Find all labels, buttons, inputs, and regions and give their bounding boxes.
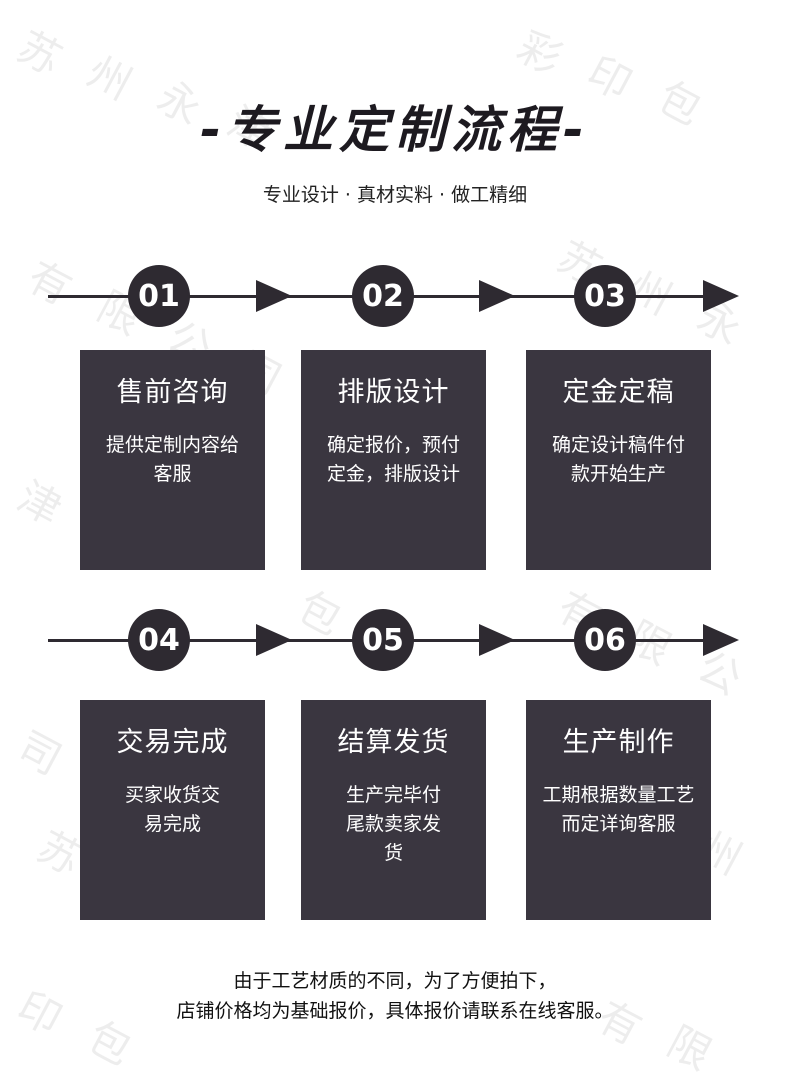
step-number: 05 xyxy=(352,609,414,671)
page-title: -专业定制流程- xyxy=(200,101,590,159)
step-description: 买家收货交易完成 xyxy=(124,784,220,835)
footer-line: 店铺价格均为基础报价，具体报价请联系在线客服。 xyxy=(176,1000,614,1022)
header: -专业定制流程- xyxy=(0,90,790,162)
step-number: 03 xyxy=(574,265,636,327)
step-card: 生产制作 工期根据数量工艺而定详询客服 xyxy=(526,700,711,920)
watermark-char: 彩 xyxy=(509,21,570,85)
step-card: 结算发货 生产完毕付尾款卖家发货 xyxy=(301,700,486,920)
step-title: 排版设计 xyxy=(337,377,450,408)
step-number: 06 xyxy=(574,609,636,671)
arrow-right-icon xyxy=(479,280,515,312)
step-title: 售前咨询 xyxy=(116,377,229,408)
step-description: 确定报价，预付定金，排版设计 xyxy=(326,434,460,485)
page-subtitle: 专业设计 · 真材实料 · 做工精细 xyxy=(262,184,528,206)
step-card: 交易完成 买家收货交易完成 xyxy=(80,700,265,920)
step-card: 定金定稿 确定设计稿件付款开始生产 xyxy=(526,350,711,570)
watermark-char: 司 xyxy=(9,721,70,785)
step-description: 工期根据数量工艺而定详询客服 xyxy=(542,784,695,835)
watermark-char: 有 xyxy=(19,251,80,315)
watermark-char: 包 xyxy=(289,581,350,645)
step-title: 交易完成 xyxy=(116,727,229,758)
step-card: 排版设计 确定报价，预付定金，排版设计 xyxy=(301,350,486,570)
step-description: 提供定制内容给客服 xyxy=(105,434,239,485)
step-description: 确定设计稿件付款开始生产 xyxy=(551,434,685,485)
arrow-right-icon xyxy=(256,280,292,312)
step-description: 生产完毕付尾款卖家发货 xyxy=(345,784,441,864)
step-number: 01 xyxy=(128,265,190,327)
step-title: 定金定稿 xyxy=(562,377,675,408)
arrow-right-icon xyxy=(703,624,739,656)
arrow-right-icon xyxy=(479,624,515,656)
footer-note: 由于工艺材质的不同，为了方便拍下， 店铺价格均为基础报价，具体报价请联系在线客服… xyxy=(0,966,790,1026)
step-number: 02 xyxy=(352,265,414,327)
footer-line: 由于工艺材质的不同，为了方便拍下， xyxy=(233,970,557,992)
arrow-right-icon xyxy=(703,280,739,312)
arrow-right-icon xyxy=(256,624,292,656)
step-title: 生产制作 xyxy=(562,727,675,758)
watermark-char: 苏 xyxy=(9,21,70,85)
step-card: 售前咨询 提供定制内容给客服 xyxy=(80,350,265,570)
step-title: 结算发货 xyxy=(337,727,450,758)
step-number: 04 xyxy=(128,609,190,671)
watermark-char: 津 xyxy=(9,471,70,535)
